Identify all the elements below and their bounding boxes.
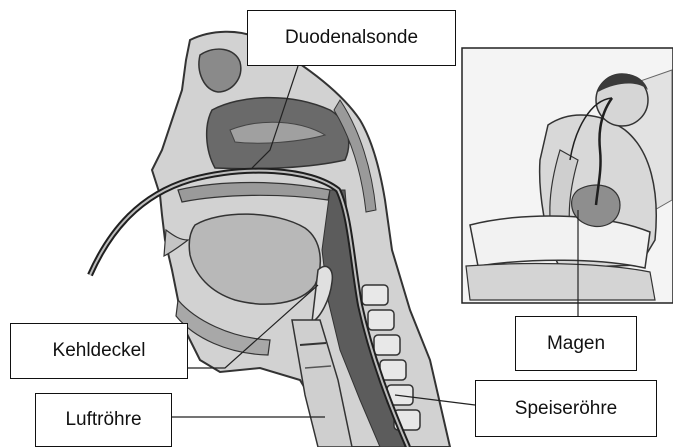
head-cross-section — [152, 32, 450, 447]
label-kehldeckel: Kehldeckel — [10, 323, 188, 379]
label-speiseroehre: Speiseröhre — [475, 380, 657, 437]
label-speiseroehre-text: Speiseröhre — [515, 398, 617, 420]
label-kehldeckel-text: Kehldeckel — [53, 340, 146, 362]
label-duodenalsonde: Duodenalsonde — [247, 10, 456, 66]
label-luftroehre-text: Luftröhre — [65, 409, 141, 431]
inset-stomach — [572, 185, 620, 227]
inset-shorts — [470, 216, 650, 268]
label-magen-text: Magen — [547, 333, 605, 355]
patient-inset — [462, 48, 673, 303]
label-magen: Magen — [515, 316, 637, 371]
label-duodenalsonde-text: Duodenalsonde — [285, 27, 418, 49]
label-luftroehre: Luftröhre — [35, 393, 172, 447]
inset-legs — [466, 264, 655, 300]
